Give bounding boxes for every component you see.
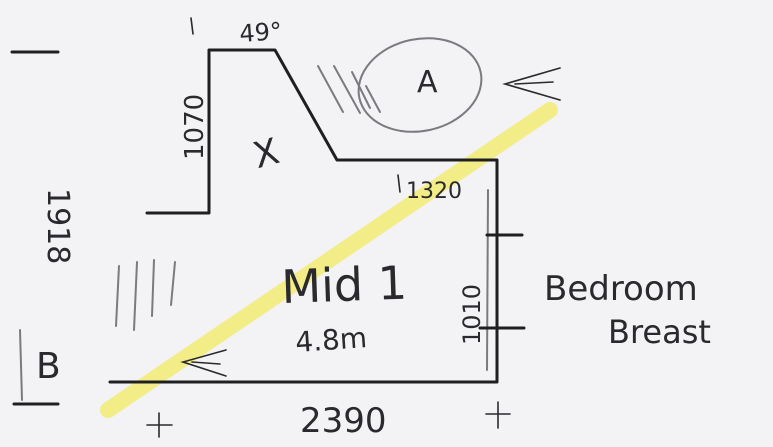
mid-right-dimension-label: 1320 [406, 179, 462, 204]
arrow-left-icon [180, 349, 227, 377]
hatch-marks-a [317, 65, 381, 114]
hatch-marks-b [115, 259, 176, 331]
room-name-label: Mid 1 [280, 256, 407, 314]
top-dimension-label: 49° [238, 17, 282, 48]
cross-mark: X [249, 131, 283, 177]
room-size-label: 4.8m [294, 321, 368, 359]
adjacent-room-line1: Bedroom [544, 269, 698, 309]
zone-a-label: A [417, 65, 438, 100]
zone-b-label: B [36, 346, 61, 387]
arrow-left-icon [502, 67, 561, 101]
right-inner-dimension-label: 1010 [458, 284, 486, 345]
left-total-dimension-label: 1918 [40, 188, 75, 264]
room-outline [108, 48, 499, 384]
plus-mark-left [146, 412, 173, 438]
left-upper-dimension-label: 1070 [180, 94, 210, 160]
top-tick [190, 17, 194, 35]
adjacent-room-line2: Breast [608, 313, 711, 351]
small-tick [397, 174, 401, 193]
bottom-dimension-label: 2390 [300, 401, 387, 441]
plus-mark-right [485, 401, 511, 429]
left-marker-vertical [19, 329, 23, 401]
right-pencil-line [486, 189, 489, 371]
zone-a-circle [357, 37, 483, 133]
